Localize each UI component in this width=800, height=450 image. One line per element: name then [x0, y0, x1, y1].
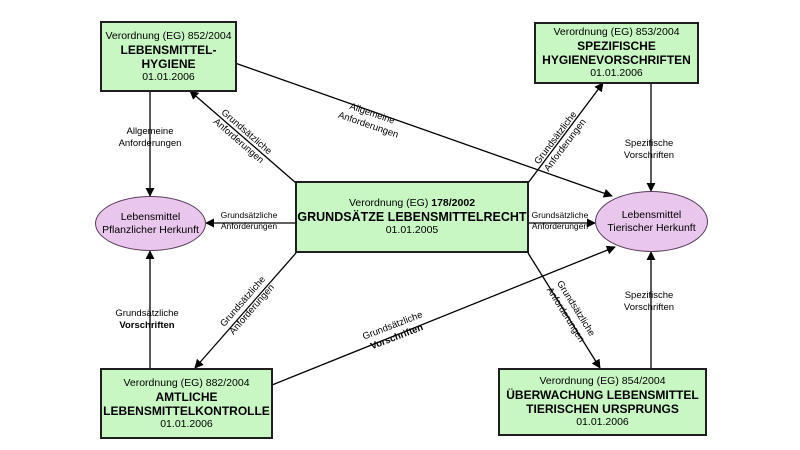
- label-allgemeine-left: Allgemeine Anforderungen: [100, 126, 200, 150]
- date-label: 01.01.2006: [590, 67, 643, 79]
- regulation-label: Verordnung (EG) 854/2004: [539, 375, 666, 387]
- box-lebensmittelhygiene: Verordnung (EG) 852/2004 LEBENSMITTEL- H…: [100, 21, 237, 92]
- box-title-line: AMTLICHE: [155, 389, 218, 404]
- arrow-center-to-bottomleft: [194, 252, 297, 369]
- label-line: Anforderungen: [531, 221, 589, 231]
- label-line: Grundsätzliche: [220, 210, 278, 220]
- box-grundsaetze-lebensmittelrecht: Verordnung (EG) 178/2002 GRUNDSÄTZE LEBE…: [295, 181, 529, 253]
- label-line: Spezifische: [624, 290, 674, 301]
- box-title-line: HYGIENEVORSCHRIFTEN: [542, 53, 691, 67]
- label-grundsaetzliche-left: Grundsätzliche Anforderungen: [205, 210, 293, 232]
- ellipse-line: Pflanzlicher Herkunft: [102, 223, 199, 236]
- label-line: Vorschriften: [119, 320, 175, 331]
- box-spezifische-hygienevorschriften: Verordnung (EG) 853/2004 SPEZIFISCHE HYG…: [534, 22, 699, 84]
- box-title-line: HYGIENE: [141, 56, 196, 71]
- label-line: Vorschriften: [623, 150, 675, 161]
- box-title-line: SPEZIFISCHE: [577, 39, 656, 53]
- regulation-label: Verordnung (EG) 178/2002: [349, 197, 475, 210]
- label-grundsaetzliche-right: Grundsätzliche Anforderungen: [524, 210, 596, 232]
- box-title-line: LEBENSMITTELKONTROLLE: [103, 403, 270, 418]
- regulation-label: Verordnung (EG) 853/2004: [553, 26, 680, 38]
- box-title-line: TIERISCHEN URSPRUNGS: [526, 402, 679, 416]
- arrow-center-to-bottomright: [527, 252, 601, 369]
- regulation-label: Verordnung (EG) 882/2004: [123, 376, 250, 389]
- label-line: Anforderungen: [220, 221, 278, 231]
- label-spezifische-top: Spezifische Vorschriften: [599, 138, 699, 162]
- date-label: 01.01.2006: [576, 416, 629, 428]
- box-title-line: GRUNDSÄTZE LEBENSMITTELRECHT: [297, 210, 527, 224]
- box-title-line: LEBENSMITTEL-: [120, 42, 217, 57]
- label-line: Grundsätzliche: [531, 210, 589, 220]
- box-title-line: ÜBERWACHUNG LEBENSMITTEL: [506, 388, 699, 402]
- date-label: 01.01.2005: [385, 224, 439, 236]
- box-amtliche-lebensmittelkontrolle: Verordnung (EG) 882/2004 AMTLICHE LEBENS…: [100, 368, 273, 439]
- label-spezifische-bottom: Spezifische Vorschriften: [599, 290, 699, 314]
- date-label: 01.01.2006: [160, 417, 213, 430]
- arrow-topleft-to-right-ellipse: [234, 62, 613, 198]
- ellipse-tierischer-herkunft: Lebensmittel Tierischer Herkunft: [595, 191, 708, 252]
- ellipse-line: Lebensmittel: [621, 208, 682, 221]
- regulation-label: Verordnung (EG) 852/2004: [105, 29, 232, 42]
- arrow-center-to-topleft: [189, 90, 297, 184]
- ellipse-pflanzlicher-herkunft: Lebensmittel Pflanzlicher Herkunft: [95, 196, 206, 251]
- box-ueberwachung-tierischen-ursprungs: Verordnung (EG) 854/2004 ÜBERWACHUNG LEB…: [498, 368, 707, 436]
- label-line: Allgemeine: [126, 126, 174, 137]
- regulation-number: 178/2002: [431, 197, 476, 209]
- label-line: Vorschriften: [623, 302, 675, 313]
- label-vorschriften-left: Grundsätzliche Vorschriften: [97, 308, 197, 332]
- arrow-center-to-topright: [527, 82, 604, 184]
- label-line: Grundsätzliche: [115, 308, 179, 319]
- label-line: Anforderungen: [118, 138, 182, 149]
- ellipse-line: Tierischer Herkunft: [607, 221, 696, 234]
- label-line: Spezifische: [624, 138, 674, 149]
- regulation-prefix: Verordnung (EG): [348, 197, 432, 209]
- date-label: 01.01.2006: [142, 70, 195, 83]
- ellipse-line: Lebensmittel: [120, 210, 181, 223]
- arrow-bottomleft-to-right-ellipse: [271, 245, 616, 386]
